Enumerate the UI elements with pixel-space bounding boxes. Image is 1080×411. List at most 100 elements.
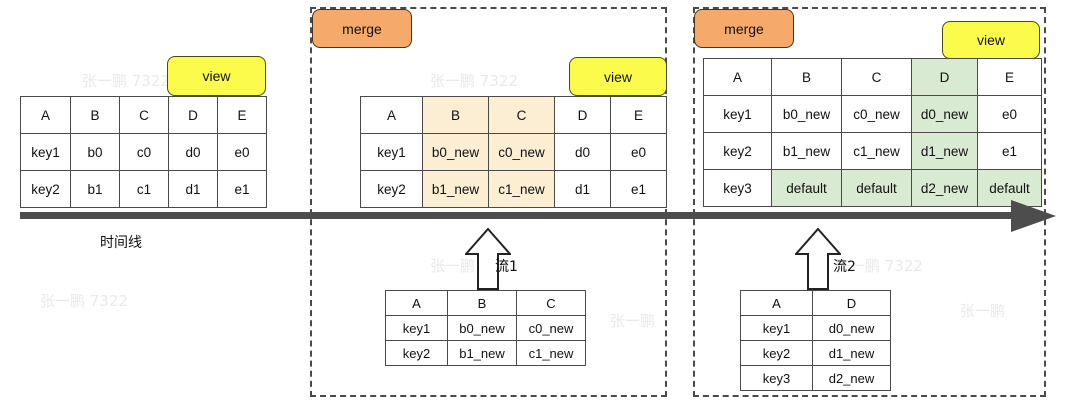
- table-cell: d0: [554, 133, 611, 171]
- table-cell: c0_new: [488, 133, 555, 171]
- table-row: key1 b0_new c0_new d0 e0: [360, 133, 667, 171]
- table-cell: b0_new: [447, 315, 517, 341]
- column-header: A: [385, 290, 448, 316]
- watermark: 张一鹏 7322: [40, 292, 128, 310]
- table-cell: d0_new: [812, 315, 891, 341]
- table-cell: d1_new: [812, 340, 891, 366]
- view-chip-label: view: [202, 68, 231, 84]
- view-chip-initial[interactable]: view: [167, 56, 266, 96]
- column-header: B: [771, 58, 842, 96]
- table-cell: e0: [977, 95, 1042, 133]
- table-cell: d2_new: [911, 169, 978, 207]
- table-cell: e1: [217, 170, 267, 208]
- table-cell: b0: [70, 133, 120, 171]
- table-cell: d2_new: [812, 365, 891, 391]
- merge-chip-label: merge: [342, 20, 382, 37]
- table-cell: c0: [119, 133, 169, 171]
- column-header: B: [447, 290, 517, 316]
- column-header: A: [703, 58, 772, 96]
- up-arrow-icon-stream-2: [795, 228, 841, 290]
- merge-chip-1[interactable]: merge: [312, 9, 412, 48]
- column-header: B: [70, 96, 120, 134]
- timeline-label: 时间线: [100, 235, 142, 251]
- timeline-arrow-icon: [1011, 200, 1056, 232]
- table-row: key2 b1_new c1_new: [385, 340, 586, 366]
- table-cell: key1: [20, 133, 71, 171]
- table-row: key2 d1_new: [740, 340, 891, 366]
- table-cell: e1: [977, 132, 1042, 170]
- table-cell: b1: [70, 170, 120, 208]
- table-cell: c1: [119, 170, 169, 208]
- table-cell: default: [841, 169, 912, 207]
- column-header: A: [20, 96, 71, 134]
- table-initial-view: A B C D E key1 b0 c0 d0 e0 key2 b1 c1 d1…: [20, 96, 267, 208]
- column-header: E: [217, 96, 267, 134]
- table-cell: key2: [385, 340, 448, 366]
- table-cell: key2: [20, 170, 71, 208]
- table-header-row: A B C D E: [703, 58, 1042, 96]
- view-chip-label: view: [603, 68, 632, 85]
- table-cell: key3: [703, 169, 772, 207]
- table-cell: default: [771, 169, 842, 207]
- table-cell: key1: [360, 133, 423, 171]
- table-row: key2 b1_new c1_new d1 e1: [360, 170, 667, 208]
- stream-label-2: 流2: [833, 259, 856, 275]
- table-row: key1 d0_new: [740, 315, 891, 341]
- merge-chip-2[interactable]: merge: [694, 9, 794, 48]
- stream-label-1: 流1: [495, 259, 518, 275]
- up-arrow-icon-stream-1: [465, 228, 511, 290]
- table-header-row: A B C D E: [360, 96, 667, 134]
- table-header-row: A B C: [385, 290, 586, 316]
- column-header: C: [488, 96, 555, 134]
- view-chip-label: view: [976, 32, 1005, 48]
- timeline-bar: [20, 212, 1045, 219]
- table-cell: key2: [703, 132, 772, 170]
- table-cell: d1: [168, 170, 218, 208]
- table-cell: key1: [740, 315, 813, 341]
- table-header-row: A B C D E: [20, 96, 267, 134]
- table-row: key2 b1_new c1_new d1_new e1: [703, 132, 1042, 170]
- table-merged-view-1: A B C D E key1 b0_new c0_new d0 e0 key2 …: [360, 96, 667, 208]
- table-cell: c1_new: [516, 340, 586, 366]
- table-cell: key1: [385, 315, 448, 341]
- column-header: C: [119, 96, 169, 134]
- table-row: key1 b0_new c0_new d0_new e0: [703, 95, 1042, 133]
- table-cell: key2: [740, 340, 813, 366]
- column-header: C: [516, 290, 586, 316]
- column-header: E: [610, 96, 667, 134]
- table-header-row: A D: [740, 290, 891, 316]
- table-cell: b0_new: [422, 133, 489, 171]
- table-cell: e0: [217, 133, 267, 171]
- column-header: D: [911, 58, 978, 96]
- table-cell: c0_new: [841, 95, 912, 133]
- table-cell: b0_new: [771, 95, 842, 133]
- table-cell: e1: [610, 170, 667, 208]
- table-cell: d0: [168, 133, 218, 171]
- view-chip-merge-1[interactable]: view: [569, 57, 667, 96]
- table-row: key1 b0_new c0_new: [385, 315, 586, 341]
- column-header: A: [360, 96, 423, 134]
- table-cell: d0_new: [911, 95, 978, 133]
- column-header: D: [168, 96, 218, 134]
- column-header: A: [740, 290, 813, 316]
- table-cell: d1: [554, 170, 611, 208]
- table-cell: b1_new: [447, 340, 517, 366]
- table-cell: b1_new: [771, 132, 842, 170]
- table-cell: d1_new: [911, 132, 978, 170]
- column-header: D: [554, 96, 611, 134]
- table-row: key1 b0 c0 d0 e0: [20, 133, 267, 171]
- table-cell: c1_new: [488, 170, 555, 208]
- table-row: key3 d2_new: [740, 365, 891, 391]
- table-cell: key2: [360, 170, 423, 208]
- table-row: key2 b1 c1 d1 e1: [20, 170, 267, 208]
- merge-chip-label: merge: [724, 20, 764, 37]
- column-header: E: [977, 58, 1042, 96]
- table-stream-2: A D key1 d0_new key2 d1_new key3 d2_new: [740, 290, 891, 391]
- table-row: key3 default default d2_new default: [703, 169, 1042, 207]
- column-header: C: [841, 58, 912, 96]
- table-cell: b1_new: [422, 170, 489, 208]
- column-header: D: [812, 290, 891, 316]
- table-cell: c1_new: [841, 132, 912, 170]
- view-chip-merge-2[interactable]: view: [942, 21, 1040, 59]
